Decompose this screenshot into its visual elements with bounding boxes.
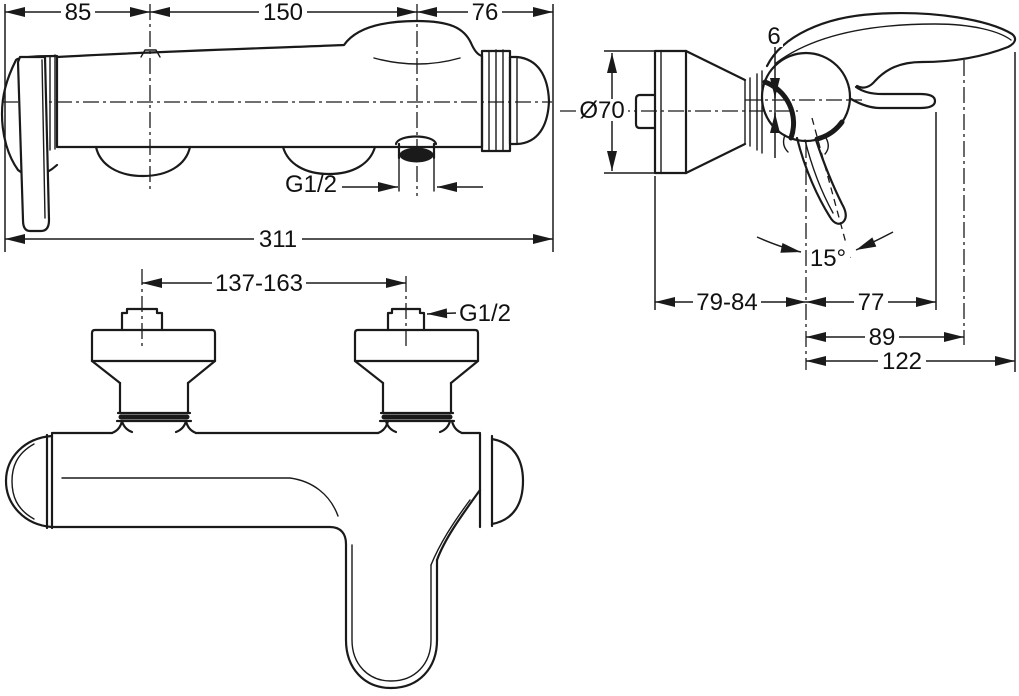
right-union-thread-pipe — [386, 307, 426, 332]
dim-angle-15: 15° — [756, 231, 894, 272]
dim-122-label: 122 — [882, 348, 922, 375]
spout-inner-right-curve — [430, 499, 471, 566]
left-union-bell — [90, 328, 217, 363]
left-union-cylinder — [118, 381, 190, 415]
right-union-cone — [353, 359, 480, 385]
dim-6: 6 — [766, 23, 783, 158]
front-right-collar — [478, 432, 494, 529]
dim-outlet-thread: G1/2 — [285, 171, 483, 198]
faucet-body-outline — [55, 19, 484, 149]
front-right-end-cap — [490, 437, 525, 526]
view-side-top: 85 150 76 G1/2 311 — [0, 0, 554, 253]
dim-79-84-label: 79-84 — [696, 289, 757, 316]
front-left-collar — [45, 432, 54, 530]
spout-right-outer-curve — [435, 488, 482, 562]
outlet-flare-arc — [394, 135, 438, 146]
right-union-neck — [384, 419, 452, 434]
left-union-neck — [120, 419, 188, 434]
dim-angle-label: 15° — [810, 245, 846, 272]
cap-collar-lines — [49, 54, 56, 151]
front-left-end-cap — [4, 434, 54, 529]
dim-79-84: 79-84 — [655, 289, 806, 316]
handle-rod-outline — [795, 136, 847, 225]
flange-cone — [684, 49, 747, 175]
spout-inner-line — [351, 544, 432, 682]
dim-76-label: 76 — [472, 0, 499, 26]
left-union — [90, 307, 217, 434]
handle-rod-inner-line — [804, 139, 834, 214]
dim-77-label: 77 — [858, 289, 885, 316]
dim-137-163: 137-163 — [142, 270, 406, 297]
handle-blade-outline — [765, 12, 1017, 89]
right-union-ring — [378, 411, 456, 423]
dim-inlet-thread: G1/2 — [426, 300, 511, 327]
view-front-bottom: 137-163 G1/2 — [4, 269, 525, 690]
dim-6-label: 6 — [767, 23, 780, 50]
angle-reference-dashed — [811, 117, 851, 259]
dim-311: 311 — [5, 226, 553, 253]
front-left-cap-inner-arc — [11, 443, 35, 520]
inlet-nub — [634, 93, 657, 130]
handle-cap-thick-arc-left — [762, 79, 797, 141]
dim-311-label: 311 — [259, 226, 297, 253]
outlet-extension-lines — [398, 143, 435, 192]
escutcheon-arc-left — [94, 145, 192, 178]
dim-89-label: 89 — [869, 324, 896, 351]
dim-77: 77 — [806, 289, 936, 316]
dim-85-label: 85 — [65, 0, 92, 26]
lever-handle-edge-line — [41, 59, 46, 219]
handle-cap-circle — [760, 51, 852, 143]
cartridge-collar-rings — [744, 70, 763, 154]
rod-junction-arcs — [782, 134, 829, 155]
dim-dia70-label: Ø70 — [579, 97, 624, 124]
front-body-bottom-and-spout — [50, 525, 439, 690]
outlet-opening — [399, 147, 434, 163]
dim-89: 89 — [806, 324, 964, 351]
handle-finger-lever — [849, 85, 937, 110]
right-union — [353, 307, 480, 434]
neck-fillets — [110, 419, 464, 435]
left-union-thread-pipe — [120, 307, 164, 332]
dim-150: 150 — [150, 0, 417, 26]
right-collar-block — [480, 49, 512, 153]
extension-lines-dia70 — [604, 50, 656, 174]
right-collar-rings — [488, 49, 504, 152]
dim-76: 76 — [417, 0, 553, 26]
top-screw-bump — [140, 49, 161, 58]
dim-dia70: Ø70 — [576, 53, 628, 171]
body-inner-highlight-line — [61, 477, 339, 517]
left-union-cone — [90, 359, 217, 385]
handle-cap-thick-arc-right — [814, 119, 845, 142]
dim-150-label: 150 — [263, 0, 303, 26]
outlet-thread-label: G1/2 — [285, 171, 337, 198]
handle-blade-inner-line — [775, 23, 1012, 64]
dim-85: 85 — [5, 0, 150, 26]
aerator-base-arc — [373, 57, 461, 65]
left-union-ring — [115, 411, 193, 423]
wall-flange — [653, 49, 688, 175]
right-end-cap-dome — [508, 55, 551, 146]
dim-122: 122 — [806, 348, 1015, 375]
lever-handle-front — [16, 55, 51, 233]
view-profile-right: Ø70 6 15° 79-84 77 — [560, 12, 1017, 375]
right-union-bell — [353, 328, 480, 363]
escutcheon-arc-right — [281, 145, 377, 176]
right-union-cylinder — [381, 381, 453, 415]
dim-137-163-label: 137-163 — [215, 270, 303, 297]
inlet-thread-label: G1/2 — [459, 300, 511, 327]
